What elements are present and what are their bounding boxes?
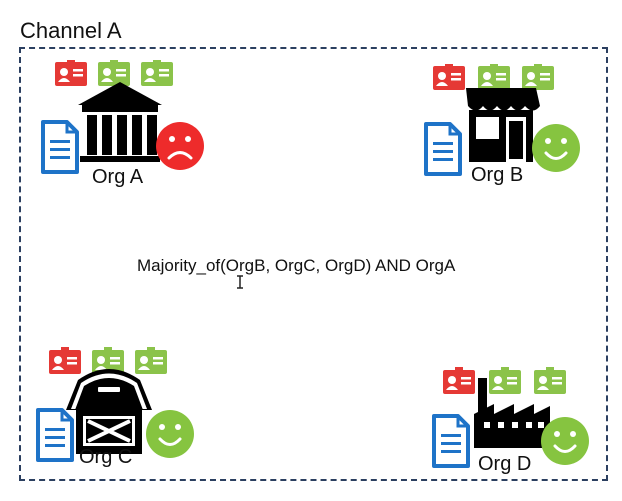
document-icon (424, 122, 462, 176)
id-card-icon (55, 60, 87, 86)
id-card-icon (443, 367, 475, 394)
happy-face-icon (532, 124, 580, 172)
happy-face-icon (146, 410, 194, 458)
id-card-icon (534, 367, 566, 394)
document-icon (36, 408, 74, 462)
org-label: Org B (471, 164, 524, 186)
barn-icon (66, 369, 152, 454)
id-card-icon (433, 64, 465, 90)
id-card-icon (49, 347, 81, 374)
bank-icon (78, 82, 162, 162)
text-cursor-icon (237, 275, 243, 289)
id-card-icon (98, 60, 130, 86)
org-d-node: Org D (428, 366, 598, 496)
id-card-icon (522, 64, 554, 90)
id-card-icon (141, 60, 173, 86)
factory-icon (474, 378, 550, 448)
policy-function: Majority_of (137, 256, 221, 275)
store-icon (466, 88, 540, 162)
channel-title: Channel A (20, 18, 122, 43)
id-card-icon (135, 347, 167, 374)
sad-face-icon (156, 122, 204, 170)
org-a-node: Org A (40, 60, 210, 190)
document-icon (41, 120, 79, 174)
org-c-node: Org C (32, 346, 202, 476)
channel-boundary (19, 47, 608, 481)
org-label: Org C (79, 446, 133, 468)
id-card-icon (489, 367, 521, 394)
id-card-icon (92, 347, 124, 374)
org-label: Org A (92, 166, 144, 188)
happy-face-icon (541, 417, 589, 465)
document-icon (432, 414, 470, 468)
policy-arguments: (OrgB, OrgC, OrgD) AND OrgA (220, 256, 456, 275)
endorsement-policy: Majority_of(OrgB, OrgC, OrgD) AND OrgA (137, 257, 455, 274)
id-card-icon (478, 64, 510, 90)
org-b-node: Org B (418, 64, 588, 194)
org-label: Org D (478, 453, 532, 475)
